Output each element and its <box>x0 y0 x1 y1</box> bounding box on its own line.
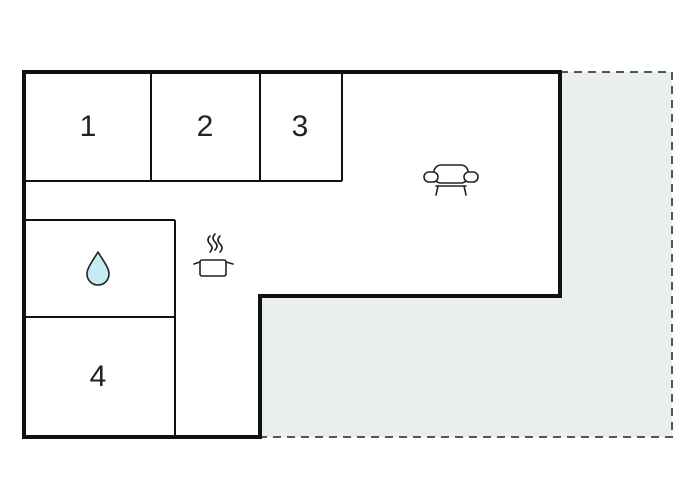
room-1-label: 1 <box>80 110 97 143</box>
room-3-label: 3 <box>292 110 309 143</box>
room-2-label: 2 <box>197 110 214 143</box>
cooking-pot-icon <box>193 233 234 277</box>
outdoor-terrace-border <box>260 71 673 438</box>
water-drop-icon <box>86 251 110 286</box>
house-outer-wall <box>22 70 562 439</box>
room-4-label: 4 <box>90 360 107 393</box>
sofa-icon <box>423 164 479 196</box>
outdoor-terrace <box>260 72 672 437</box>
interior-walls <box>24 72 343 437</box>
